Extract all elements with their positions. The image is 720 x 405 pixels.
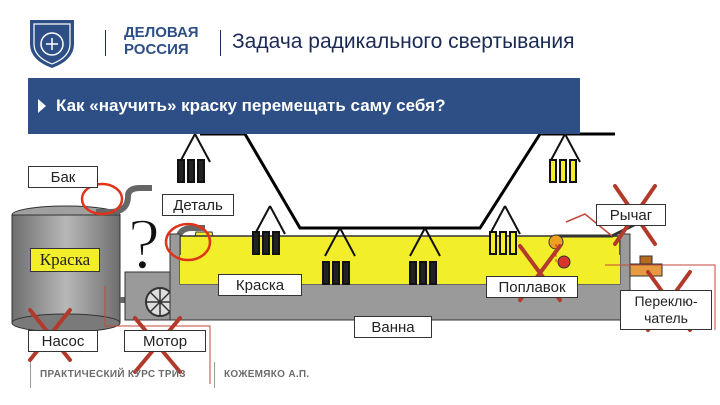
- banner-arrow-icon: [38, 99, 46, 113]
- feed-pipe: [96, 185, 152, 215]
- footer-divider: [214, 362, 215, 388]
- page-title: Задача радикального свертывания: [232, 30, 575, 53]
- highlight-circle: [80, 182, 124, 216]
- brand-logo: ДЕЛОВАЯ РОССИЯ: [124, 24, 204, 62]
- label-kraska-tank: Краска: [30, 248, 100, 272]
- label-poplavok: Поплавок: [486, 276, 578, 298]
- switch-button: [639, 255, 653, 265]
- brand-line1: ДЕЛОВАЯ: [124, 24, 199, 41]
- hanging-part: [489, 205, 521, 255]
- hanging-part: [252, 205, 286, 255]
- boundary-line: [104, 286, 211, 384]
- label-bak: Бак: [28, 166, 98, 188]
- label-motor: Мотор: [124, 330, 206, 352]
- highlight-circle: [164, 222, 212, 262]
- boundary-line: [565, 213, 613, 237]
- question-banner: Как «научить» краску перемещать саму себ…: [28, 78, 580, 134]
- hanging-part: [177, 133, 211, 183]
- label-pereklyuchatel: Переклю-чатель: [620, 290, 712, 330]
- hanging-part: [322, 227, 356, 285]
- boundary-line: [605, 264, 716, 330]
- header-divider: [220, 30, 221, 56]
- label-kraska-bath: Краска: [218, 274, 302, 296]
- hanging-part: [549, 133, 581, 183]
- banner-text: Как «научить» краску перемещать саму себ…: [56, 96, 446, 115]
- motor-wheel: [145, 287, 175, 317]
- hanging-part: [409, 227, 441, 285]
- label-rychag: Рычаг: [596, 204, 666, 226]
- question-mark: ?: [128, 204, 160, 284]
- switch-body: [629, 263, 663, 277]
- header-divider: [105, 30, 106, 56]
- footer-divider: [30, 362, 31, 388]
- triz-course-logo: [30, 20, 74, 68]
- label-detal: Деталь: [162, 194, 234, 216]
- label-vanna: Ванна: [354, 316, 432, 338]
- brand-line2: РОССИЯ: [124, 41, 189, 58]
- footer-course: ПРАКТИЧЕСКИЙ КУРС ТРИЗ: [40, 369, 186, 380]
- footer-author: КОЖЕМЯКО А.П.: [224, 369, 310, 380]
- label-nasos: Насос: [28, 330, 98, 352]
- float-ball-low: [557, 255, 571, 269]
- conveyor-line: [200, 132, 615, 230]
